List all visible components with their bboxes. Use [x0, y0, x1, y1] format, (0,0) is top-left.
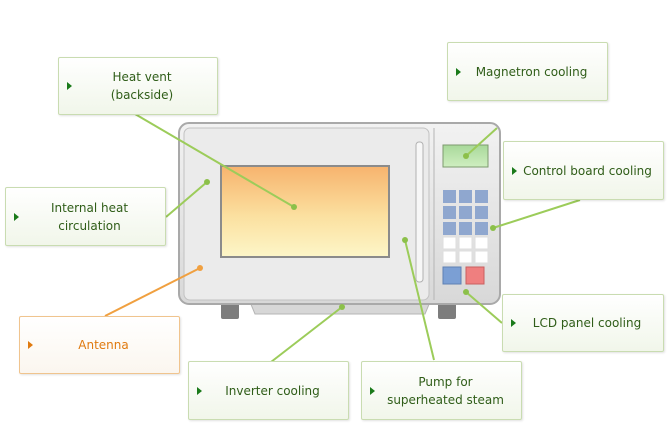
- label-control-board-cooling: Control board cooling: [503, 141, 664, 200]
- door-handle: [415, 141, 424, 283]
- leader-dots: [204, 153, 496, 310]
- label-inverter-cooling: Inverter cooling: [188, 361, 349, 420]
- arrow-icon: [512, 166, 517, 175]
- control-board-cooling-text: Control board cooling: [523, 163, 652, 178]
- leader-lines: [134, 113, 581, 363]
- heat-vent-text: Heat vent (backside): [110, 70, 174, 102]
- arrow-icon: [370, 386, 375, 395]
- label-magnetron-cooling: Magnetron cooling: [447, 42, 608, 101]
- label-pump-superheated-steam: Pump for superheated steam: [361, 361, 522, 420]
- antenna-text: Antenna: [78, 338, 129, 352]
- antenna-leader-line: [104, 267, 201, 317]
- lcd-panel-cooling-text: LCD panel cooling: [532, 316, 642, 330]
- arrow-icon: [456, 67, 461, 76]
- pump-superheated-steam-text: Pump for superheated steam: [387, 374, 504, 407]
- inverter-cooling-text: Inverter cooling: [225, 383, 320, 398]
- arrow-icon: [28, 341, 33, 349]
- keypad: [442, 190, 489, 285]
- antenna-dot: [197, 265, 203, 271]
- label-internal-heat-circulation: Internal heat circulation: [5, 187, 166, 246]
- magnetron-cooling-text: Magnetron cooling: [475, 64, 588, 79]
- arrow-icon: [511, 319, 516, 327]
- arrow-icon: [67, 82, 72, 90]
- label-heat-vent: Heat vent (backside): [58, 57, 218, 115]
- internal-heat-circulation-text: Internal heat circulation: [50, 200, 129, 233]
- microwave-feet: [221, 301, 456, 319]
- label-lcd-panel-cooling: LCD panel cooling: [502, 294, 664, 352]
- arrow-icon: [197, 386, 202, 395]
- arrow-icon: [14, 212, 19, 221]
- label-antenna: Antenna: [19, 316, 180, 374]
